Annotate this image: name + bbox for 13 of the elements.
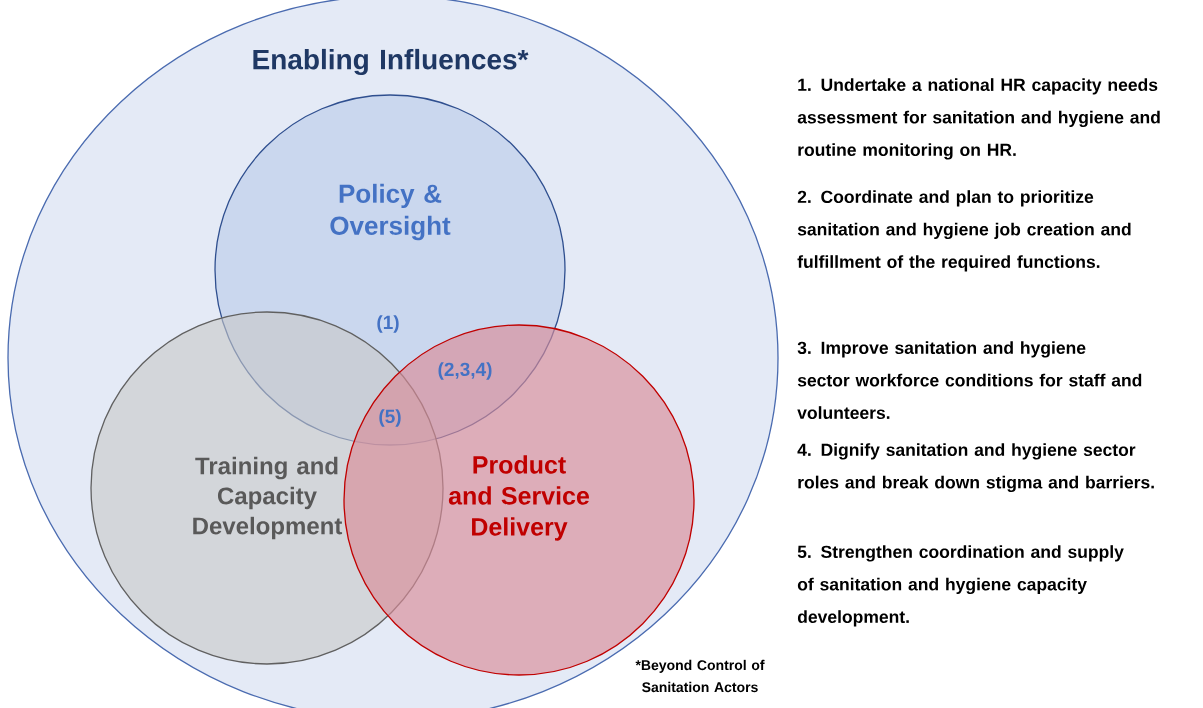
region-number: (2,3,4) — [438, 362, 492, 380]
list-item: 5. Strengthen coordination and supply of sanitation and hygiene capacity development. — [797, 545, 1124, 627]
heading: Enabling Influences* — [253, 48, 529, 76]
list-item: 4. Dignify sanitation and hygiene sector roles and break down stigma and barriers. — [797, 443, 1154, 493]
list-item: 1. Undertake a national HR capacity needs assessment for sanitation and hygiene and routine monitoring on HR. — [797, 78, 1160, 160]
region-number: (1) — [377, 315, 399, 333]
list-item: 2. Coordinate and plan to prioritize sanitation and hygiene job creation and fulfillment of the required functions. — [797, 190, 1131, 272]
list-item: 3. Improve sanitation and hygiene sector workforce conditions for staff and volunteers. — [797, 341, 1142, 420]
footnote: *Beyond Control of Sanitation Actors — [635, 659, 765, 693]
circle-label: Training and Capacity Development — [193, 456, 343, 540]
region-number: (5) — [379, 409, 401, 427]
circle-label: Product and Service Delivery — [448, 455, 589, 541]
circle-label: Policy & Oversight — [330, 183, 451, 241]
